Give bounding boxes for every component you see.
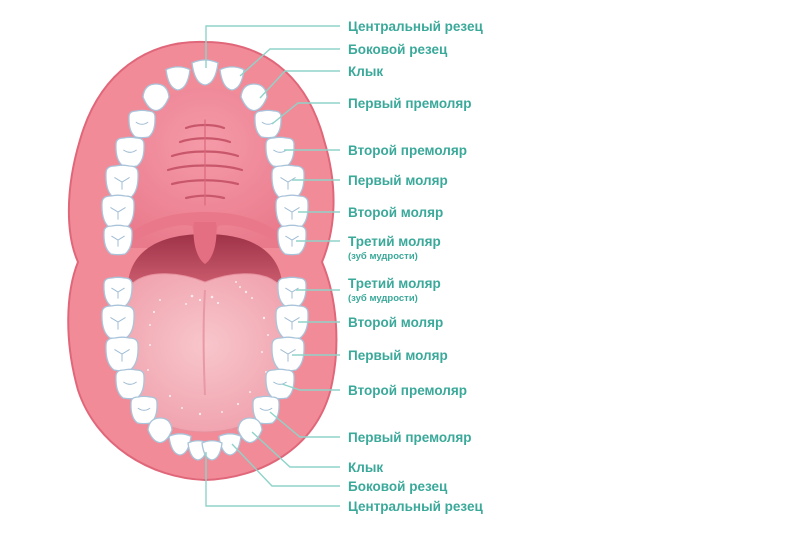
tooth-groove <box>137 407 151 411</box>
tooth-groove <box>273 149 287 153</box>
tooth-crown <box>142 83 170 112</box>
lower-first-molar-right-tooth <box>271 336 305 372</box>
label-upper-second-molar: Второй моляр <box>348 205 443 220</box>
upper-first-molar-left-tooth <box>105 164 139 200</box>
label-upper-lateral-incisor: Боковой резец <box>348 42 448 57</box>
leader-lower-lateral-incisor <box>231 443 340 487</box>
lower-second-premolar-left-tooth <box>115 368 145 400</box>
lower-dental-arch <box>101 276 309 461</box>
upper-lateral-incisor-right-tooth <box>219 66 245 91</box>
leader-lower-second-premolar <box>281 383 340 391</box>
lower-third-molar-left-tooth <box>103 276 133 308</box>
lower-lateral-incisor-left-tooth <box>168 433 192 456</box>
upper-third-molar-left-tooth <box>103 224 133 256</box>
tooth-groove <box>111 287 125 299</box>
tooth-crown <box>168 433 192 456</box>
tooth-groove <box>273 381 287 385</box>
tooth-groove <box>135 121 149 125</box>
palatine-ridges <box>166 119 244 206</box>
labels: Центральный резец Боковой резец Клык Пер… <box>348 19 483 514</box>
tooth-crown <box>165 66 191 91</box>
lower-third-molar-right-tooth <box>277 276 307 308</box>
lower-first-molar-left-tooth <box>105 336 139 372</box>
tongue-papillae <box>147 281 269 416</box>
label-upper-central-incisor: Центральный резец <box>348 19 483 34</box>
tooth-groove <box>114 349 130 362</box>
tooth-groove <box>110 317 126 330</box>
tooth-groove <box>284 207 300 220</box>
label-upper-canine: Клык <box>348 64 383 79</box>
label-upper-second-premolar: Второй премоляр <box>348 143 467 158</box>
lower-first-premolar-left-tooth <box>130 395 158 425</box>
lower-canine-left-tooth <box>147 417 173 444</box>
upper-lateral-incisor-left-tooth <box>165 66 191 91</box>
uvula <box>193 222 217 264</box>
upper-first-premolar-left-tooth <box>128 109 156 139</box>
label-upper-third-molar: Третий моляр <box>348 234 441 249</box>
label-upper-first-premolar: Первый премоляр <box>348 96 471 111</box>
upper-second-premolar-left-tooth <box>115 136 145 168</box>
label-lower-second-premolar: Второй премоляр <box>348 383 467 398</box>
label-lower-central-incisor: Центральный резец <box>348 499 483 514</box>
upper-dental-arch <box>101 59 309 256</box>
tooth-groove <box>280 349 296 362</box>
upper-second-molar-left-tooth <box>101 194 135 230</box>
label-lower-third-molar: Третий моляр <box>348 276 441 291</box>
tooth-groove <box>284 317 300 330</box>
upper-second-premolar-right-tooth <box>265 136 295 168</box>
tongue-median-groove <box>202 289 206 396</box>
note-lower-wisdom-tooth: (зуб мудрости) <box>348 293 418 304</box>
label-lower-canine: Клык <box>348 460 383 475</box>
label-lower-first-molar: Первый моляр <box>348 348 448 363</box>
tooth-groove <box>123 381 137 385</box>
tooth-crown <box>240 83 268 112</box>
tooth-groove <box>123 149 137 153</box>
leader-upper-first-premolar <box>271 102 340 125</box>
leader-upper-lateral-incisor <box>239 48 340 77</box>
label-upper-first-molar: Первый моляр <box>348 173 448 188</box>
upper-first-premolar-right-tooth <box>254 109 282 139</box>
tooth-groove <box>285 235 299 247</box>
tooth-crown <box>219 66 245 91</box>
tooth-groove <box>111 235 125 247</box>
leader-lower-canine <box>251 431 340 468</box>
tooth-crown <box>147 417 173 444</box>
label-lower-lateral-incisor: Боковой резец <box>348 479 448 494</box>
upper-third-molar-right-tooth <box>277 224 307 256</box>
tooth-groove <box>114 177 130 190</box>
upper-first-molar-right-tooth <box>271 164 305 200</box>
tooth-groove <box>110 207 126 220</box>
lower-second-molar-left-tooth <box>101 304 135 340</box>
leader-upper-canine <box>259 70 340 99</box>
upper-canine-left-tooth <box>142 83 170 112</box>
leader-upper-central-incisor <box>205 25 340 68</box>
tooth-groove <box>280 177 296 190</box>
upper-canine-right-tooth <box>240 83 268 112</box>
tooth-crown <box>191 59 219 86</box>
lower-second-premolar-right-tooth <box>265 368 295 400</box>
tooth-groove <box>259 407 273 411</box>
leader-lower-central-incisor <box>205 452 340 507</box>
label-lower-first-premolar: Первый премоляр <box>348 430 471 445</box>
label-lower-second-molar: Второй моляр <box>348 315 443 330</box>
upper-central-incisor-left-tooth <box>191 59 219 86</box>
leader-lower-first-premolar <box>269 411 340 438</box>
note-upper-wisdom-tooth: (зуб мудрости) <box>348 251 418 262</box>
leader-lines <box>205 25 340 507</box>
